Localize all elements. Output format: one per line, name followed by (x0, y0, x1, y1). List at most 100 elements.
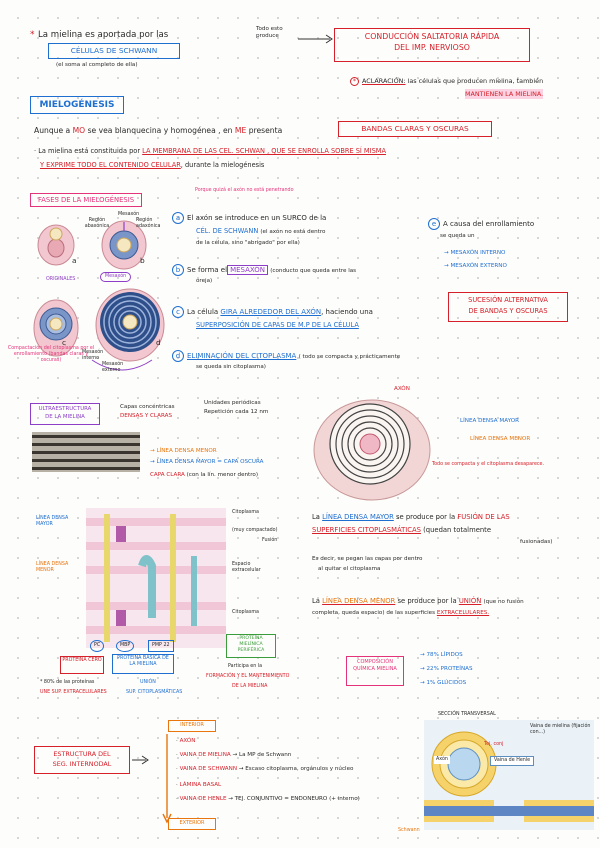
row-label-lamina-basal: LÁMINA BASAL (180, 782, 222, 788)
menor-superficies: de las superficies (386, 610, 435, 616)
fase-d-line2: se queda sin citoplasma) (196, 364, 266, 371)
proteina-cero-box: PROTEÍNA CERO (60, 656, 104, 674)
estructura-row-0: · AXÓN (176, 738, 195, 745)
linea-menor-label: → LÍNEA DENSA MENOR (150, 448, 217, 455)
originales-label: ORIGINALES (46, 277, 75, 283)
note-80: * 80% de las proteínas (40, 680, 94, 686)
linea-mayor-text: LÍNEA DENSA MAYOR (156, 459, 215, 465)
tej-conj-label: Tej. conj (484, 742, 503, 748)
mem-linea-menor: LÍNEA DENSA MENOR (36, 562, 76, 574)
capa-clara-label: CAPA CLARA (con la lín. menor dentro) (150, 472, 258, 479)
aclaracion-line: *ACLARACIÓN: las células que producen mi… (350, 76, 543, 86)
seccion-label: SECCIÓN TRANSVERSAL (438, 712, 496, 718)
union2-text: SUP. CITOPLASMÁTICAS (126, 690, 182, 696)
unidades-text: Unidades periódicas (204, 400, 261, 407)
fig-letter-a: a (72, 256, 77, 266)
capa-clara-text: CAPA CLARA (150, 472, 185, 478)
exterior-box: EXTERIOR (168, 818, 216, 830)
eliminacion-text: ELIMINACIÓN DEL CITOPLASMA (187, 352, 296, 360)
equals-sign: = (217, 459, 222, 465)
proteinas-text: 22% PROTEÍNAS (426, 666, 472, 672)
fases-title: FASES DE LA MIELOGÉNESIS (30, 193, 142, 207)
compacta-note: Todo se compacta y el citoplasma desapar… (432, 462, 552, 468)
fase-e-line2: se queda un (440, 233, 475, 240)
linea-mayor-label: → LÍNEA DENSA MAYOR = CAPA OSCURA (150, 459, 264, 466)
fase-a-line2: CÉL. DE SCHWANN (el axón no está dentro (196, 226, 325, 236)
axon-core (360, 434, 380, 454)
mayor-quedan: (quedan totalmente (423, 526, 491, 534)
menor-line1: La LÍNEA DENSA MENOR se produce por la U… (312, 596, 524, 606)
cel-schwann-text: CÉL. DE SCHWANN (196, 227, 258, 235)
mesaxon-externo: → MESAXÓN EXTERNO (444, 263, 507, 270)
sucesion-box: SUCESIÓN ALTERNATIVA DE BANDAS Y OSCURAS (448, 292, 568, 322)
menor-linea: LÍNEA DENSA MENOR (322, 597, 395, 605)
mesaxon-word: MESAXÓN (227, 265, 268, 275)
row-label-vaina-schwann: VAINA DE SCHWANN (180, 766, 237, 772)
conduccion-box: CONDUCCIÓN SALTATORIA RÁPIDA DEL IMP. NE… (334, 28, 530, 62)
estructura-row-1: · VAINA DE MIELINA → La MP de Schwann (176, 752, 291, 759)
axon-a (50, 228, 62, 240)
fig-label-abaxonica: Región abaxónica (82, 218, 112, 230)
proteina-basica-box: PROTEÍNA BÁSICA DE LA MIELINA (112, 654, 174, 674)
row-label-axon: AXÓN (180, 738, 196, 744)
mo-text: MO (73, 126, 86, 135)
glucidos-text: 1% GLÚCIDOS (426, 680, 466, 686)
mayor-line5: al quitar el citoplasma (318, 566, 380, 573)
capa-clara-note: (con la lín. menor dentro) (187, 472, 258, 478)
fase-a-line1: aEl axón se introduce en un SURCO de la (172, 212, 326, 224)
fase-c-text2: , haciendo una (321, 308, 373, 316)
right-mayor-label: LÍNEA DENSA MAYOR (460, 418, 519, 425)
protein-pc-2 (170, 514, 176, 642)
capas-text: Capas concéntricas (120, 404, 175, 411)
mesaxon-externo-text: MESAXÓN EXTERNO (450, 263, 506, 269)
mem-citoplasma2: Citoplasma (232, 610, 259, 616)
protein-mbp-2 (116, 610, 126, 626)
row-label-vaina-henle: VAINA DE HENLE (180, 796, 227, 802)
mem-compactado: (muy compactado) (232, 528, 278, 534)
estructura-row-2: · VAINA DE SCHWANN → Escaso citoplasma, … (176, 766, 353, 773)
vaina-henle-label: Vaina de Henle (490, 756, 534, 766)
fase-a-text: El axón se introduce en un SURCO de la (187, 214, 326, 222)
mayor-line4: Es decir, se pegan las capas por dentro (312, 556, 422, 563)
axon-c (50, 318, 62, 330)
mesaxon-bubble: Mesaxón (100, 272, 131, 282)
nucleus-a (48, 239, 64, 257)
seccion-diagram (424, 720, 594, 830)
fase-a-line3: de la célula, sino "abrigado" por ella) (196, 240, 300, 247)
porque-note: Porque quizá el axón no está penetrando (195, 188, 294, 194)
fase-d-note: ( todo se compacta y prácticamente (299, 354, 401, 360)
fig-label-mesaxon-externo: Mesaxón externo (102, 362, 132, 374)
mielogenesis-line3: Y EXPRIME TODO EL CONTENIDO CELULAR, dur… (40, 160, 264, 170)
em-band-3 (32, 451, 140, 454)
menor-line2: completa, queda espacio) de las superfic… (312, 610, 489, 617)
fase-b-text: Se forma el (187, 266, 227, 274)
mesaxon-interno-text: MESAXÓN INTERNO (450, 250, 505, 256)
repeticion-text: Repetición cada 12 nm (204, 409, 268, 416)
estructura-arrow-icon (132, 753, 152, 767)
aclaracion-marker: * (350, 77, 359, 86)
lipidos-text: 78% LÍPIDOS (426, 652, 462, 658)
node-axon (494, 806, 524, 816)
intro-line: La mielina es aportada por las (38, 30, 168, 40)
membrana-text: LA MEMBRANA DE LAS CEL. SCHWAN , QUE SE … (142, 147, 386, 155)
mem-citoplasma: Citoplasma (232, 510, 259, 516)
fase-d-marker: d (172, 350, 184, 362)
text-aunque: Aunque a (34, 126, 70, 135)
membrane-diagram (86, 508, 226, 648)
vaina-mielina-label: Vaina de mielina (fijación con...) (530, 724, 594, 736)
mayor-line3: fusionadas) (520, 539, 552, 546)
union-text: UNIÓN (140, 680, 156, 686)
axon-circle (448, 748, 480, 780)
fase-a-note: (el axón no está dentro (260, 229, 325, 235)
protein-mbp-1 (116, 526, 126, 542)
estructura-row-4: · VAINA DE HENLE → TEJ. CONJUNTIVO = END… (176, 796, 360, 803)
mem-fusion: Fusión (262, 538, 277, 544)
gira-text: GIRA ALREDEDOR DEL AXÓN (220, 308, 321, 316)
row-desc-4: TEJ. CONJUNTIVO = ENDONEURO (+ interno) (235, 796, 360, 802)
menor-extracelulares: EXTRACELULARES. (437, 610, 489, 616)
schwann-label: Schwann (398, 828, 420, 834)
em-band-2 (32, 443, 140, 446)
mayor-la: La (312, 513, 320, 521)
text-blanquecina: se vea blanquecina y homogénea , en (88, 126, 233, 135)
